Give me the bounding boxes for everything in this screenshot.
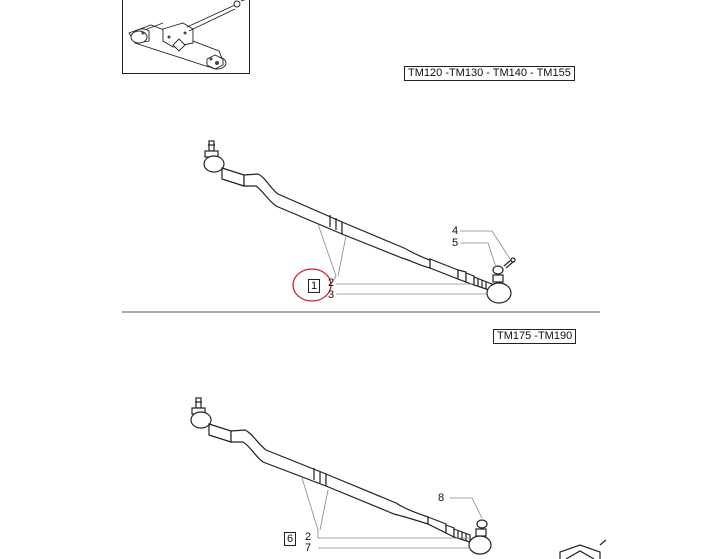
ref-number-3[interactable]: 3 bbox=[328, 289, 335, 301]
model-range-label-top: TM120 -TM130 - TM140 - TM155 bbox=[404, 66, 575, 81]
leader-lines-bottom bbox=[301, 477, 483, 549]
ref-number-2-bottom[interactable]: 2 bbox=[305, 531, 312, 543]
selected-part-highlight bbox=[292, 268, 332, 302]
tie-rod-drawing-icon bbox=[203, 140, 516, 304]
ref-number-8[interactable]: 8 bbox=[438, 492, 445, 504]
leader-lines-top bbox=[317, 223, 511, 295]
ref-number-2-top[interactable]: 2 bbox=[328, 277, 335, 289]
ref-number-4[interactable]: 4 bbox=[452, 225, 459, 237]
next-page-icon[interactable] bbox=[559, 539, 607, 559]
ref-number-5[interactable]: 5 bbox=[452, 237, 459, 249]
axle-assembly-icon bbox=[128, 0, 246, 70]
ref-number-6[interactable]: 6 bbox=[284, 532, 297, 546]
model-range-label-bottom: TM175 -TM190 bbox=[493, 329, 577, 344]
tie-rod-drawing-icon-2 bbox=[190, 397, 492, 555]
axle-thumbnail-icon[interactable] bbox=[122, 0, 250, 74]
ref-number-1[interactable]: 1 bbox=[308, 279, 321, 293]
ref-number-7[interactable]: 7 bbox=[305, 542, 312, 554]
